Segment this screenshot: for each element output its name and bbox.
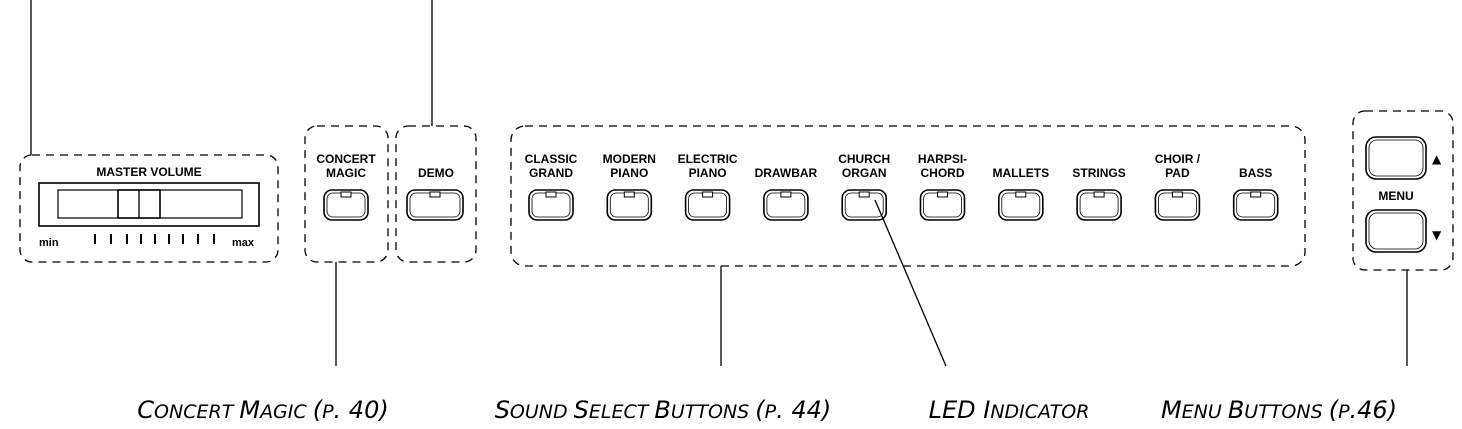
sound-button-led <box>545 191 557 198</box>
sound-button-label-line1: HARPSI- <box>918 152 967 166</box>
menu-label: MENU <box>1378 189 1413 203</box>
sound-button-label-line2: CHORD <box>921 166 965 180</box>
sound-button-harpsichord[interactable]: HARPSI-CHORD <box>918 152 967 221</box>
callout-sound-select-buttons: SOUND SELECT BUTTONS (P. 44) <box>495 396 832 424</box>
sound-button-label-line2: GRAND <box>529 166 573 180</box>
sound-button-led <box>780 191 792 198</box>
sound-button-led <box>623 191 635 198</box>
menu-down-arrow-icon: ▼ <box>1432 228 1442 242</box>
sound-button-led <box>1250 191 1262 198</box>
sound-button-label-line1: MODERN <box>603 152 656 166</box>
demo-led <box>429 191 441 198</box>
sound-button-label-line2: PIANO <box>689 166 727 180</box>
sound-button-label-line2: PAD <box>1165 166 1190 180</box>
sound-button-strings[interactable]: STRINGS <box>1072 166 1126 221</box>
concert-magic-button[interactable] <box>323 189 369 221</box>
menu-panel: ▲ MENU ▼ <box>1352 110 1454 366</box>
sound-button-label-line1: CHOIR / <box>1155 152 1201 166</box>
menu-up-arrow-icon: ▲ <box>1432 152 1442 166</box>
sound-button-led <box>1093 191 1105 198</box>
sound-button-drawbar[interactable]: DRAWBAR <box>755 166 818 221</box>
concert-magic-panel: CONCERT MAGIC <box>304 125 389 366</box>
demo-panel: DEMO <box>395 125 477 263</box>
volume-max-label: max <box>232 237 255 249</box>
concert-magic-led <box>340 191 352 198</box>
sound-button-led <box>702 191 714 198</box>
sound-button-choir-pad[interactable]: CHOIR /PAD <box>1154 152 1201 221</box>
sound-button-label-line1: ELECTRIC <box>678 152 738 166</box>
sound-button-label-line1: MALLETS <box>992 166 1049 180</box>
sound-button-label-line1: CLASSIC <box>525 152 578 166</box>
sound-button-label-line2: ORGAN <box>842 166 887 180</box>
menu-up-button[interactable] <box>1365 136 1427 180</box>
concert-magic-label-line2: MAGIC <box>326 166 366 180</box>
leader-line-led-indicator <box>874 199 947 367</box>
sound-button-led <box>937 191 948 198</box>
master-volume-label: MASTER VOLUME <box>96 165 201 179</box>
concert-magic-label-line1: CONCERT <box>316 152 376 166</box>
master-volume-panel: MASTER VOLUME min max <box>19 154 279 263</box>
callout-led-indicator: LED INDICATOR <box>929 396 1090 424</box>
volume-min-label: min <box>39 237 59 249</box>
volume-scale-ticks <box>94 234 215 244</box>
sound-button-label-line1: STRINGS <box>1072 166 1125 180</box>
callout-concert-magic: CONCERT MAGIC (P. 40) <box>137 396 388 424</box>
demo-label: DEMO <box>418 166 454 180</box>
menu-down-button[interactable] <box>1365 209 1427 253</box>
sound-button-label-line1: DRAWBAR <box>755 166 818 180</box>
sound-button-label-line2: PIANO <box>610 166 648 180</box>
sound-button-led <box>858 191 870 198</box>
sound-button-label-line1: BASS <box>1239 166 1272 180</box>
callout-menu-buttons: MENU BUTTONS (P.46) <box>1161 396 1397 424</box>
sound-button-label-line1: CHURCH <box>838 152 890 166</box>
sound-button-led <box>1171 191 1183 198</box>
sound-button-led <box>1015 191 1027 198</box>
sound-button-mallets[interactable]: MALLETS <box>992 166 1049 221</box>
demo-button[interactable] <box>406 189 464 221</box>
sound-button-bass[interactable]: BASS <box>1232 166 1279 221</box>
